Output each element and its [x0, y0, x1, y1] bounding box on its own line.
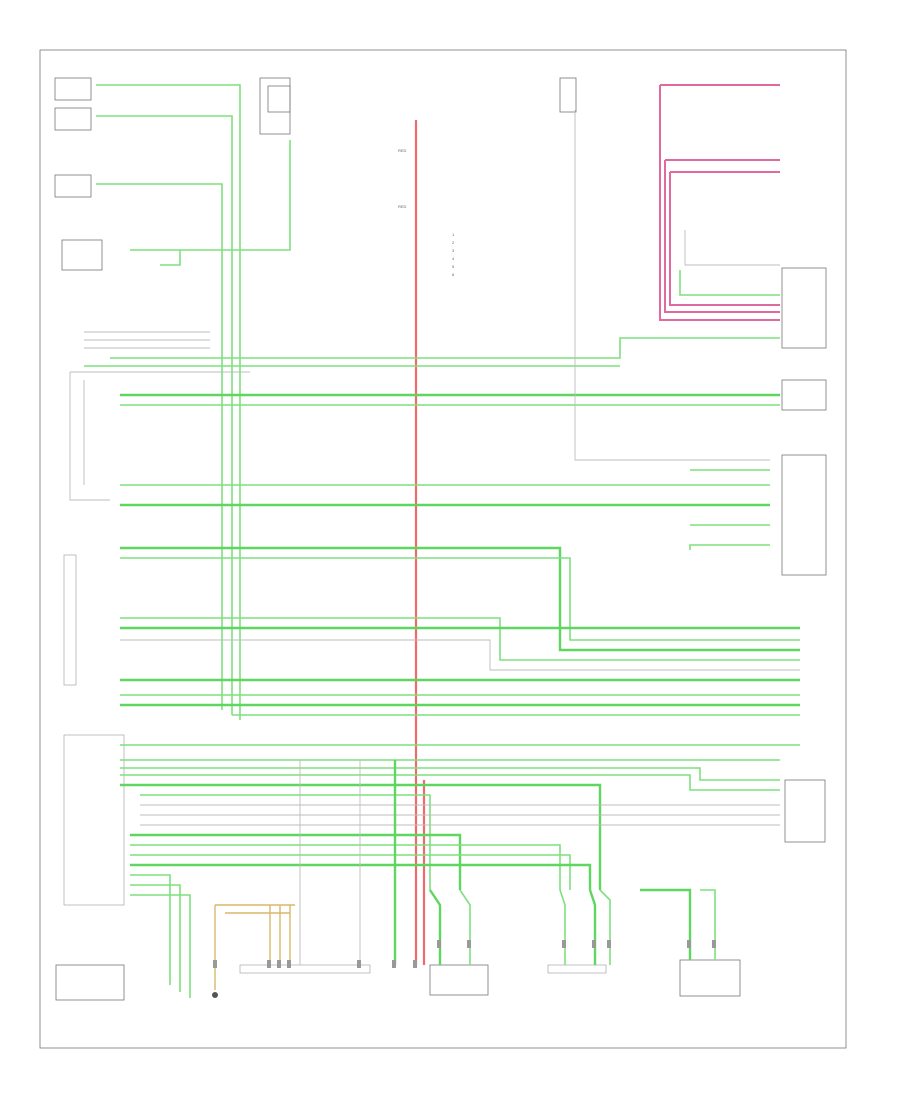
signal-wire [130, 140, 291, 251]
signal-wire [130, 894, 191, 998]
signal-wire [160, 250, 181, 266]
component-box [784, 779, 826, 843]
signal-wire [120, 774, 780, 791]
signal-wire [96, 84, 241, 720]
connector-strip [239, 964, 371, 974]
signal-wire [96, 183, 223, 710]
legend-item-3: 3 [452, 248, 455, 253]
bus-wire [120, 557, 800, 641]
signal-wire [130, 844, 561, 890]
center-legend: 1 2 3 4 5 6 [452, 232, 455, 277]
component-box [54, 77, 92, 101]
signal-wire [459, 889, 471, 965]
bus-wire [120, 546, 800, 652]
signal-wire [110, 337, 780, 359]
signal-wire [130, 874, 171, 985]
component-box [559, 77, 577, 113]
component-box [54, 107, 92, 131]
component-box [61, 239, 103, 271]
connector-block [63, 554, 77, 686]
signal-wire [130, 884, 181, 992]
legend-item-6: 6 [452, 272, 455, 277]
signal-wire [120, 639, 800, 671]
legend-item-1: 1 [452, 232, 455, 237]
signal-wire [120, 783, 602, 890]
signal-wire [659, 85, 780, 321]
signal-wire [130, 833, 462, 890]
signal-wire [96, 115, 233, 715]
diagram-frame [39, 49, 847, 1049]
signal-wire [664, 160, 780, 313]
wire-color-label: RED [398, 148, 407, 153]
signal-wire [684, 230, 780, 266]
signal-wire [669, 172, 780, 306]
signal-wire [588, 889, 597, 965]
component-box [429, 964, 489, 996]
component-box [54, 174, 92, 198]
bus-wire [120, 617, 800, 661]
signal-wire [69, 372, 110, 501]
signal-wire [689, 544, 770, 550]
signal-wire [599, 889, 611, 965]
signal-wire [679, 270, 780, 296]
component-box [781, 454, 827, 576]
signal-wire [429, 889, 442, 965]
component-box [259, 77, 291, 135]
signal-wire [559, 889, 566, 965]
component-box [781, 267, 827, 349]
legend-item-2: 2 [452, 240, 455, 245]
signal-wire [130, 863, 592, 890]
component-box [55, 964, 125, 1001]
connector-block [63, 734, 125, 906]
component-box [781, 379, 827, 411]
ground-symbol [212, 992, 218, 998]
connector-pins [213, 940, 716, 968]
signal-wire [640, 888, 692, 960]
component-box [679, 959, 741, 997]
wire-color-label: RED [398, 204, 407, 209]
component-box [267, 85, 291, 113]
signal-wire [140, 794, 431, 890]
signal-wire [130, 854, 571, 890]
signal-wire [700, 889, 716, 960]
component-box [547, 964, 607, 974]
signal-wire [574, 110, 770, 461]
legend-item-4: 4 [452, 256, 455, 261]
legend-item-5: 5 [452, 264, 455, 269]
signal-wire [120, 767, 780, 781]
